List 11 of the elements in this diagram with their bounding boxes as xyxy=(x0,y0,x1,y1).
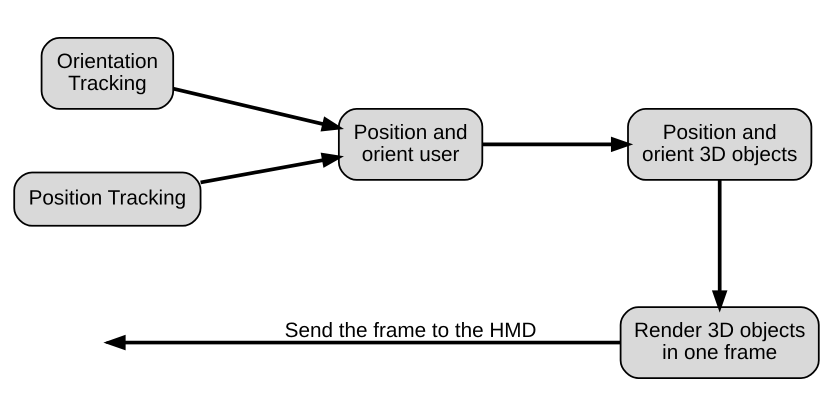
node-box: Position and orient user xyxy=(338,108,484,180)
arrow xyxy=(482,136,634,152)
node-box: Position Tracking xyxy=(13,171,202,226)
arrow xyxy=(172,86,344,131)
arrow xyxy=(103,334,620,350)
edge-label: Send the frame to the HMD xyxy=(284,318,536,342)
arrow xyxy=(712,179,728,312)
arrow xyxy=(200,152,344,184)
node-box: Position and orient 3D objects xyxy=(627,108,812,180)
node-box: Render 3D objects in one frame xyxy=(620,306,820,378)
node-box: Orientation Tracking xyxy=(40,36,174,110)
